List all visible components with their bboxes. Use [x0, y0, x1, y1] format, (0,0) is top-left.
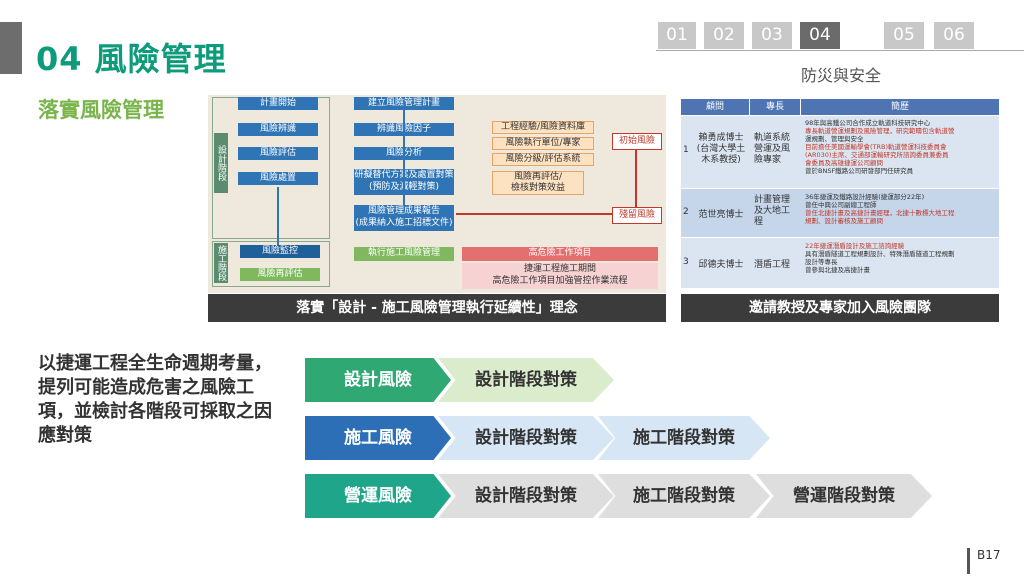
flow-side-database: 工程經驗/風險資料庫	[492, 121, 594, 134]
tab-06[interactable]: 06	[934, 22, 974, 49]
advisor-specialty: 計畫管理 及大地工 程	[754, 195, 791, 227]
operation-risk-label: 營運風險	[344, 486, 412, 506]
flow-exec-step: 執行施工風險管理	[354, 247, 454, 261]
measure-label: 設計階段對策	[475, 486, 577, 506]
advisor-name: 賴勇成博士 (台灣大學土 木系教授)	[696, 133, 746, 165]
advisor-bio: 98年與高鐵公司合作成立軌道科技研究中心 專長軌道營運規劃及風險管理，研究範疇包…	[805, 119, 999, 175]
bio-line: 曾於BNSF鐵路公司研發部門任研究員	[805, 167, 914, 175]
expert-table: 顧問 專長 簡歷 1 賴勇成博士 (台灣大學土 木系教授) 軌道系統 營運及風 …	[681, 99, 999, 289]
flow-step-identify: 風險辨識	[238, 123, 318, 136]
design-stage-label: 設計階段	[214, 133, 228, 193]
bio-line: 22年捷運潛盾設計及施工諮詢經驗	[805, 242, 905, 250]
flow-side-reassess: 風險再評估/ 檢核對策效益	[492, 171, 584, 195]
tab-04[interactable]: 04	[800, 22, 840, 49]
construction-risk-chevron: 施工風險	[305, 416, 451, 460]
measure-label: 設計階段對策	[475, 428, 577, 448]
initial-risk-box: 初始風險	[612, 133, 662, 150]
table-header-advisor: 顧問	[681, 99, 749, 115]
bio-line: 會委員及高雄捷運公司顧問	[805, 159, 883, 167]
experts-caption: 邀請教授及專家加入風險團隊	[681, 294, 999, 322]
title-accent-bar	[0, 22, 22, 74]
construction-risk-design-measure: 設計階段對策	[438, 416, 614, 460]
residual-risk-box: 殘留風險	[612, 207, 662, 224]
measure-label: 施工階段對策	[633, 486, 735, 506]
flow-side-unit: 風險執行單位/專家	[492, 137, 594, 150]
page-title: 04 風險管理	[36, 40, 227, 78]
flow-center-plan: 建立風險管理計畫	[354, 97, 454, 110]
tab-05[interactable]: 05	[884, 22, 924, 49]
measure-label: 施工階段對策	[633, 428, 735, 448]
design-risk-label: 設計風險	[344, 370, 412, 390]
advisor-name: 邱德夫博士	[698, 260, 744, 270]
page-number: B17	[977, 548, 1001, 562]
lifecycle-description: 以捷運工程全生命週期考量，提列可能造成危害之風險工項，並檢討各階段可採取之因應對…	[38, 353, 272, 446]
bio-line: 規劃、設計審核及施工顧問	[805, 217, 883, 225]
bio-line: (AR030)主席、交通部運輸研究所諮詢委員兼委員	[805, 151, 949, 159]
risk-connector	[635, 149, 637, 207]
design-risk-chevron: 設計風險	[305, 358, 451, 402]
bio-line: 專長軌道營運規劃及風險管理，研究範疇包含軌道營	[805, 127, 955, 135]
flow-connector	[277, 187, 279, 245]
advisor-bio: 36年捷運及鐵路設計經驗(捷運部分22年) 曾任中興公司副總工程師 曾任北捷計畫…	[805, 193, 999, 225]
advisor-specialty: 潛盾工程	[754, 260, 791, 270]
tab-03[interactable]: 03	[752, 22, 792, 49]
row-number: 1	[683, 145, 689, 155]
table-row	[681, 238, 999, 288]
operation-risk-chevron: 營運風險	[305, 474, 451, 518]
bio-line: 98年與高鐵公司合作成立軌道科技研究中心	[805, 119, 931, 127]
operation-risk-operation-measure: 營運階段對策	[756, 474, 932, 518]
bio-line: 36年捷運及鐵路設計經驗(捷運部分22年)	[805, 193, 925, 201]
bio-line: 曾任中興公司副總工程師	[805, 201, 877, 209]
advisor-specialty: 軌道系統 營運及風 險專家	[754, 133, 791, 165]
flow-step-reassess: 風險再評估	[240, 268, 320, 281]
operation-risk-construction-measure: 施工階段對策	[598, 474, 770, 518]
page-number-bar	[967, 548, 970, 574]
table-row	[681, 116, 999, 188]
construction-risk-label: 施工風險	[344, 428, 412, 448]
table-row	[681, 189, 999, 237]
risk-flow-diagram: 設計階段 施工階段 計畫開始 風險辨識 風險評估 風險處置 風險監控 風險再評估…	[208, 95, 666, 293]
measure-label: 設計階段對策	[475, 370, 577, 390]
construction-risk-construction-measure: 施工階段對策	[598, 416, 770, 460]
measure-label: 營運階段對策	[793, 486, 895, 506]
flow-step-plan-start: 計畫開始	[238, 97, 318, 110]
bio-line: 具有潛盾隧道工程規劃設計、特殊潛盾隧道工程規劃	[805, 250, 955, 258]
high-risk-detail: 捷運工程施工期間 高危險工作項目加強管控作業流程	[462, 263, 658, 289]
section-topic: 防災與安全	[801, 66, 882, 85]
high-risk-items: 高危險工作項目	[462, 247, 658, 261]
flow-step-treat: 風險處置	[238, 172, 318, 185]
flow-side-grading: 風險分級/評估系統	[492, 153, 594, 166]
construction-stage-label: 施工階段	[214, 243, 228, 283]
tab-02[interactable]: 02	[704, 22, 744, 49]
bio-line: 運規劃、管理與安全	[805, 135, 864, 143]
flow-center-report: 風險管理成果報告 (成果納入施工招標文件)	[354, 205, 454, 231]
advisor-name: 范世亮博士	[698, 210, 744, 220]
bio-line: 曾參與北捷及高捷計畫	[805, 266, 870, 274]
advisor-bio: 22年捷運潛盾設計及施工諮詢經驗 具有潛盾隧道工程規劃設計、特殊潛盾隧道工程規劃…	[805, 242, 999, 274]
design-stage-frame	[212, 97, 330, 239]
row-number: 2	[683, 207, 689, 217]
section-subtitle: 落實風險管理	[38, 98, 164, 122]
row-number: 3	[683, 257, 689, 267]
flow-caption: 落實「設計 - 施工風險管理執行延續性」理念	[208, 294, 666, 322]
design-risk-design-measure: 設計階段對策	[438, 358, 614, 402]
table-header-bio: 簡歷	[801, 99, 999, 115]
residual-connector	[456, 213, 612, 215]
flow-step-monitor: 風險監控	[240, 245, 320, 258]
bio-line: 設計等專長	[805, 258, 838, 266]
construction-stage-frame	[212, 241, 330, 287]
flow-center-connector	[403, 110, 405, 205]
bio-line: 目前擔任美國運輸學會(TRB)軌道營運科技委員會	[805, 143, 947, 151]
table-header-specialty: 專長	[750, 99, 800, 115]
tab-01[interactable]: 01	[658, 22, 696, 49]
tab-divider	[656, 50, 1024, 51]
operation-risk-design-measure: 設計階段對策	[438, 474, 614, 518]
bio-line: 曾任北捷計畫及高捷計畫經理，北捷十數標大地工程	[805, 209, 955, 217]
flow-step-assess: 風險評估	[238, 147, 318, 160]
